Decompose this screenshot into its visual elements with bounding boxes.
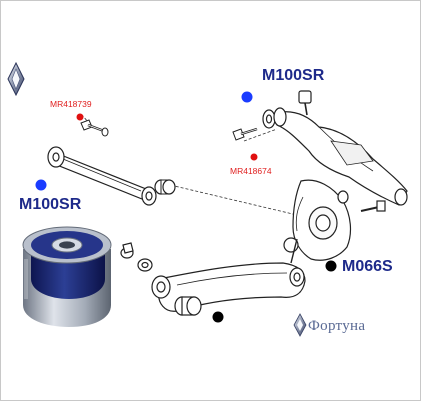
marker-blue-left — [35, 179, 47, 191]
marker-black-right — [325, 260, 337, 272]
ref-label-top-left: MR418739 — [50, 99, 92, 109]
ref-label-top-right: MR418674 — [230, 166, 272, 176]
knuckle — [283, 179, 386, 261]
upper-link — [47, 146, 176, 206]
marker-red-top-right — [250, 153, 258, 161]
part-label-top-right: M100SR — [262, 67, 325, 84]
brand-logo-icon — [7, 61, 25, 97]
upper-control-arm — [262, 90, 408, 206]
part-label-lower: M066S — [342, 258, 393, 275]
bolt-upper-right — [232, 127, 258, 141]
lower-control-arm — [120, 238, 306, 316]
markers — [35, 91, 337, 323]
marker-red-top-left — [76, 113, 84, 121]
bolt-upper-left — [80, 119, 109, 137]
marker-black-lower — [212, 311, 224, 323]
bushing-photo — [22, 226, 112, 327]
watermark-logo-icon — [293, 313, 307, 337]
marker-blue-top — [241, 91, 253, 103]
watermark-text: Фортуна — [308, 318, 366, 334]
part-label-left: M100SR — [19, 196, 82, 213]
